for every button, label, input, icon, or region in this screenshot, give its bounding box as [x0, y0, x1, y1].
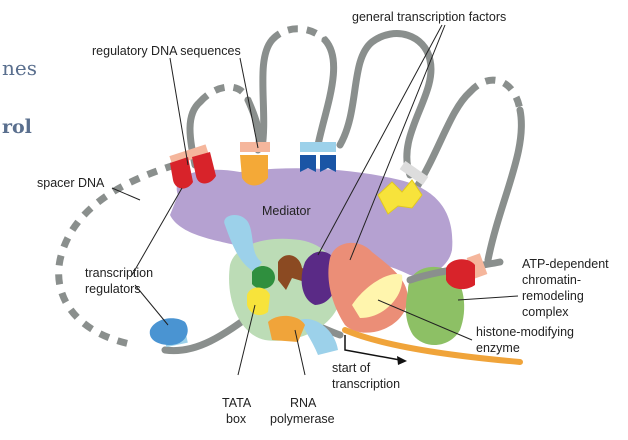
gtf-green [252, 266, 275, 289]
regulator-blue [300, 155, 336, 172]
dna-loop-4-right [484, 106, 525, 264]
label-atp-2: chromatin- [522, 273, 581, 287]
lead-reg-seq-2 [239, 57, 259, 149]
lead-gtf-1 [317, 24, 443, 256]
histone-enzyme-inner [352, 274, 403, 318]
lead-reg-seq-1 [169, 57, 189, 166]
polymerase-blue-subunit [224, 214, 262, 272]
lead-spacer [111, 187, 141, 201]
label-histone-2: enzyme [476, 341, 520, 355]
polymerase-blue-lower [300, 319, 338, 355]
dna-loop-3 [336, 30, 435, 179]
rna-transcript [342, 327, 523, 365]
label-start-2: transcription [332, 377, 400, 391]
atp-chromatin-remodeling-complex [405, 266, 465, 346]
label-atp-1: ATP-dependent [522, 257, 609, 271]
label-spacer-dna: spacer DNA [37, 176, 105, 190]
label-general-transcription-factors: general transcription factors [352, 10, 506, 24]
label-atp-4: complex [522, 305, 569, 319]
label-tata-2: box [226, 412, 247, 426]
lead-rnap [294, 329, 306, 376]
start-arrow-head [397, 356, 407, 365]
label-regulatory-dna-sequences: regulatory DNA sequences [92, 44, 241, 58]
label-rnap-1: RNA [290, 396, 317, 410]
lead-atp [457, 295, 519, 301]
gtf-yellow-tata [247, 287, 270, 316]
lead-tata [237, 304, 256, 376]
spacer-binder-blue [149, 318, 188, 345]
dna-loop-2-right [314, 36, 338, 149]
spacer-dna-loop [55, 161, 177, 349]
lead-gtf-2 [349, 24, 446, 261]
label-transcription-regulators-1: transcription [85, 266, 153, 280]
label-rnap-2: polymerase [270, 412, 335, 426]
regulator-orange-collar [240, 142, 270, 152]
regulator-red-right [446, 259, 475, 290]
side-text-line1: nes [2, 56, 37, 80]
regulator-orange [240, 155, 268, 186]
dna-loop-2-top [269, 25, 328, 43]
label-tata-1: TATA [222, 396, 252, 410]
regulator-blue-collar [300, 142, 336, 152]
lead-histone [377, 299, 473, 341]
regulator-yellow [377, 179, 423, 215]
regulator-red-left [170, 152, 216, 189]
dna-loop-2-left [258, 36, 276, 152]
mediator-label: Mediator [262, 204, 311, 218]
regulator-red-collar-right [466, 253, 488, 279]
label-start-1: start of [332, 361, 371, 375]
regulator-yellow-collar [399, 160, 429, 186]
label-histone-1: histone-modifying [476, 325, 574, 339]
gtf-orange [268, 315, 305, 342]
lead-regulators-1 [131, 187, 183, 276]
dna-loop-4-top [467, 76, 524, 111]
dna-loop-1-top [197, 83, 252, 105]
label-atp-3: remodeling [522, 289, 584, 303]
side-text-line2: rol [2, 116, 32, 138]
label-transcription-regulators-2: regulators [85, 282, 141, 296]
start-of-transcription-arrow [344, 335, 401, 361]
lead-regulators-2 [134, 284, 169, 326]
